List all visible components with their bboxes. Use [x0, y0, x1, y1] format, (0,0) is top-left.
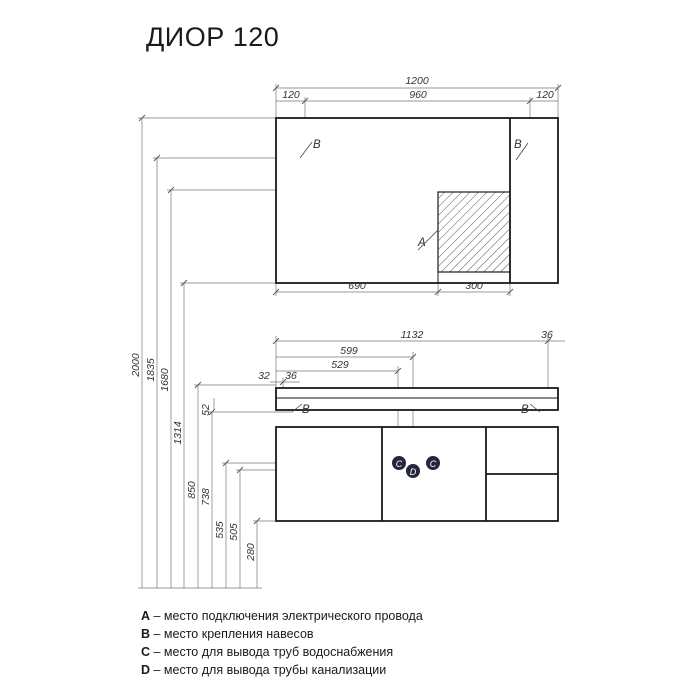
legend: A – место подключения электрического про… [141, 607, 423, 679]
dim-36-top: 36 [541, 329, 553, 341]
height-52: 52 [200, 404, 212, 416]
cabinet-label-b-right: B [521, 404, 529, 416]
socket-area-hatched [437, 191, 511, 273]
dim-1132: 1132 [401, 329, 424, 341]
height-850: 850 [186, 481, 198, 499]
height-505: 505 [228, 523, 240, 541]
dim-120-left: 120 [282, 89, 300, 101]
legend-item-d: D – место для вывода трубы канализации [141, 663, 387, 677]
mirror-label-b-left: B [313, 139, 321, 151]
cabinet-hanger-leader-left [291, 403, 303, 413]
dim-36: 36 [285, 370, 297, 382]
dim-690: 690 [348, 280, 366, 292]
hanger-leader-left [299, 141, 313, 159]
cabinet-hanger-leader-right [529, 403, 541, 413]
marker-c-right-label: C [430, 459, 437, 469]
dim-960: 960 [409, 89, 427, 101]
height-738: 738 [200, 488, 212, 506]
drawing-title: ДИОР 120 [146, 22, 280, 52]
mirror-label-b-right: B [514, 139, 522, 151]
marker-d [406, 464, 420, 478]
mirror-frame [275, 117, 559, 284]
countertop [275, 387, 559, 411]
dim-1200: 1200 [405, 75, 429, 87]
height-1680: 1680 [159, 368, 171, 392]
marker-c-left-label: C [396, 459, 403, 469]
height-280: 280 [245, 543, 257, 562]
socket-leader [417, 229, 439, 251]
height-2000: 2000 [130, 353, 142, 378]
dim-120-right: 120 [536, 89, 554, 101]
height-535: 535 [214, 521, 226, 539]
marker-d-label: D [410, 467, 417, 477]
height-1314: 1314 [172, 421, 184, 445]
mirror-label-a: A [417, 237, 426, 249]
dim-32: 32 [258, 370, 270, 382]
dim-599: 599 [340, 345, 358, 357]
marker-c-left [392, 456, 406, 470]
socket-shelf [437, 271, 511, 284]
marker-c-right [426, 456, 440, 470]
legend-item-c: C – место для вывода труб водоснабжения [141, 645, 394, 659]
legend-item-b: B – место крепления навесов [141, 627, 314, 641]
hanger-leader-right [515, 142, 529, 161]
height-1835: 1835 [145, 358, 157, 382]
legend-item-a: A – место подключения электрического про… [141, 609, 423, 623]
dim-529: 529 [331, 359, 349, 371]
cabinet-label-b-left: B [302, 404, 310, 416]
dim-300: 300 [465, 280, 483, 292]
